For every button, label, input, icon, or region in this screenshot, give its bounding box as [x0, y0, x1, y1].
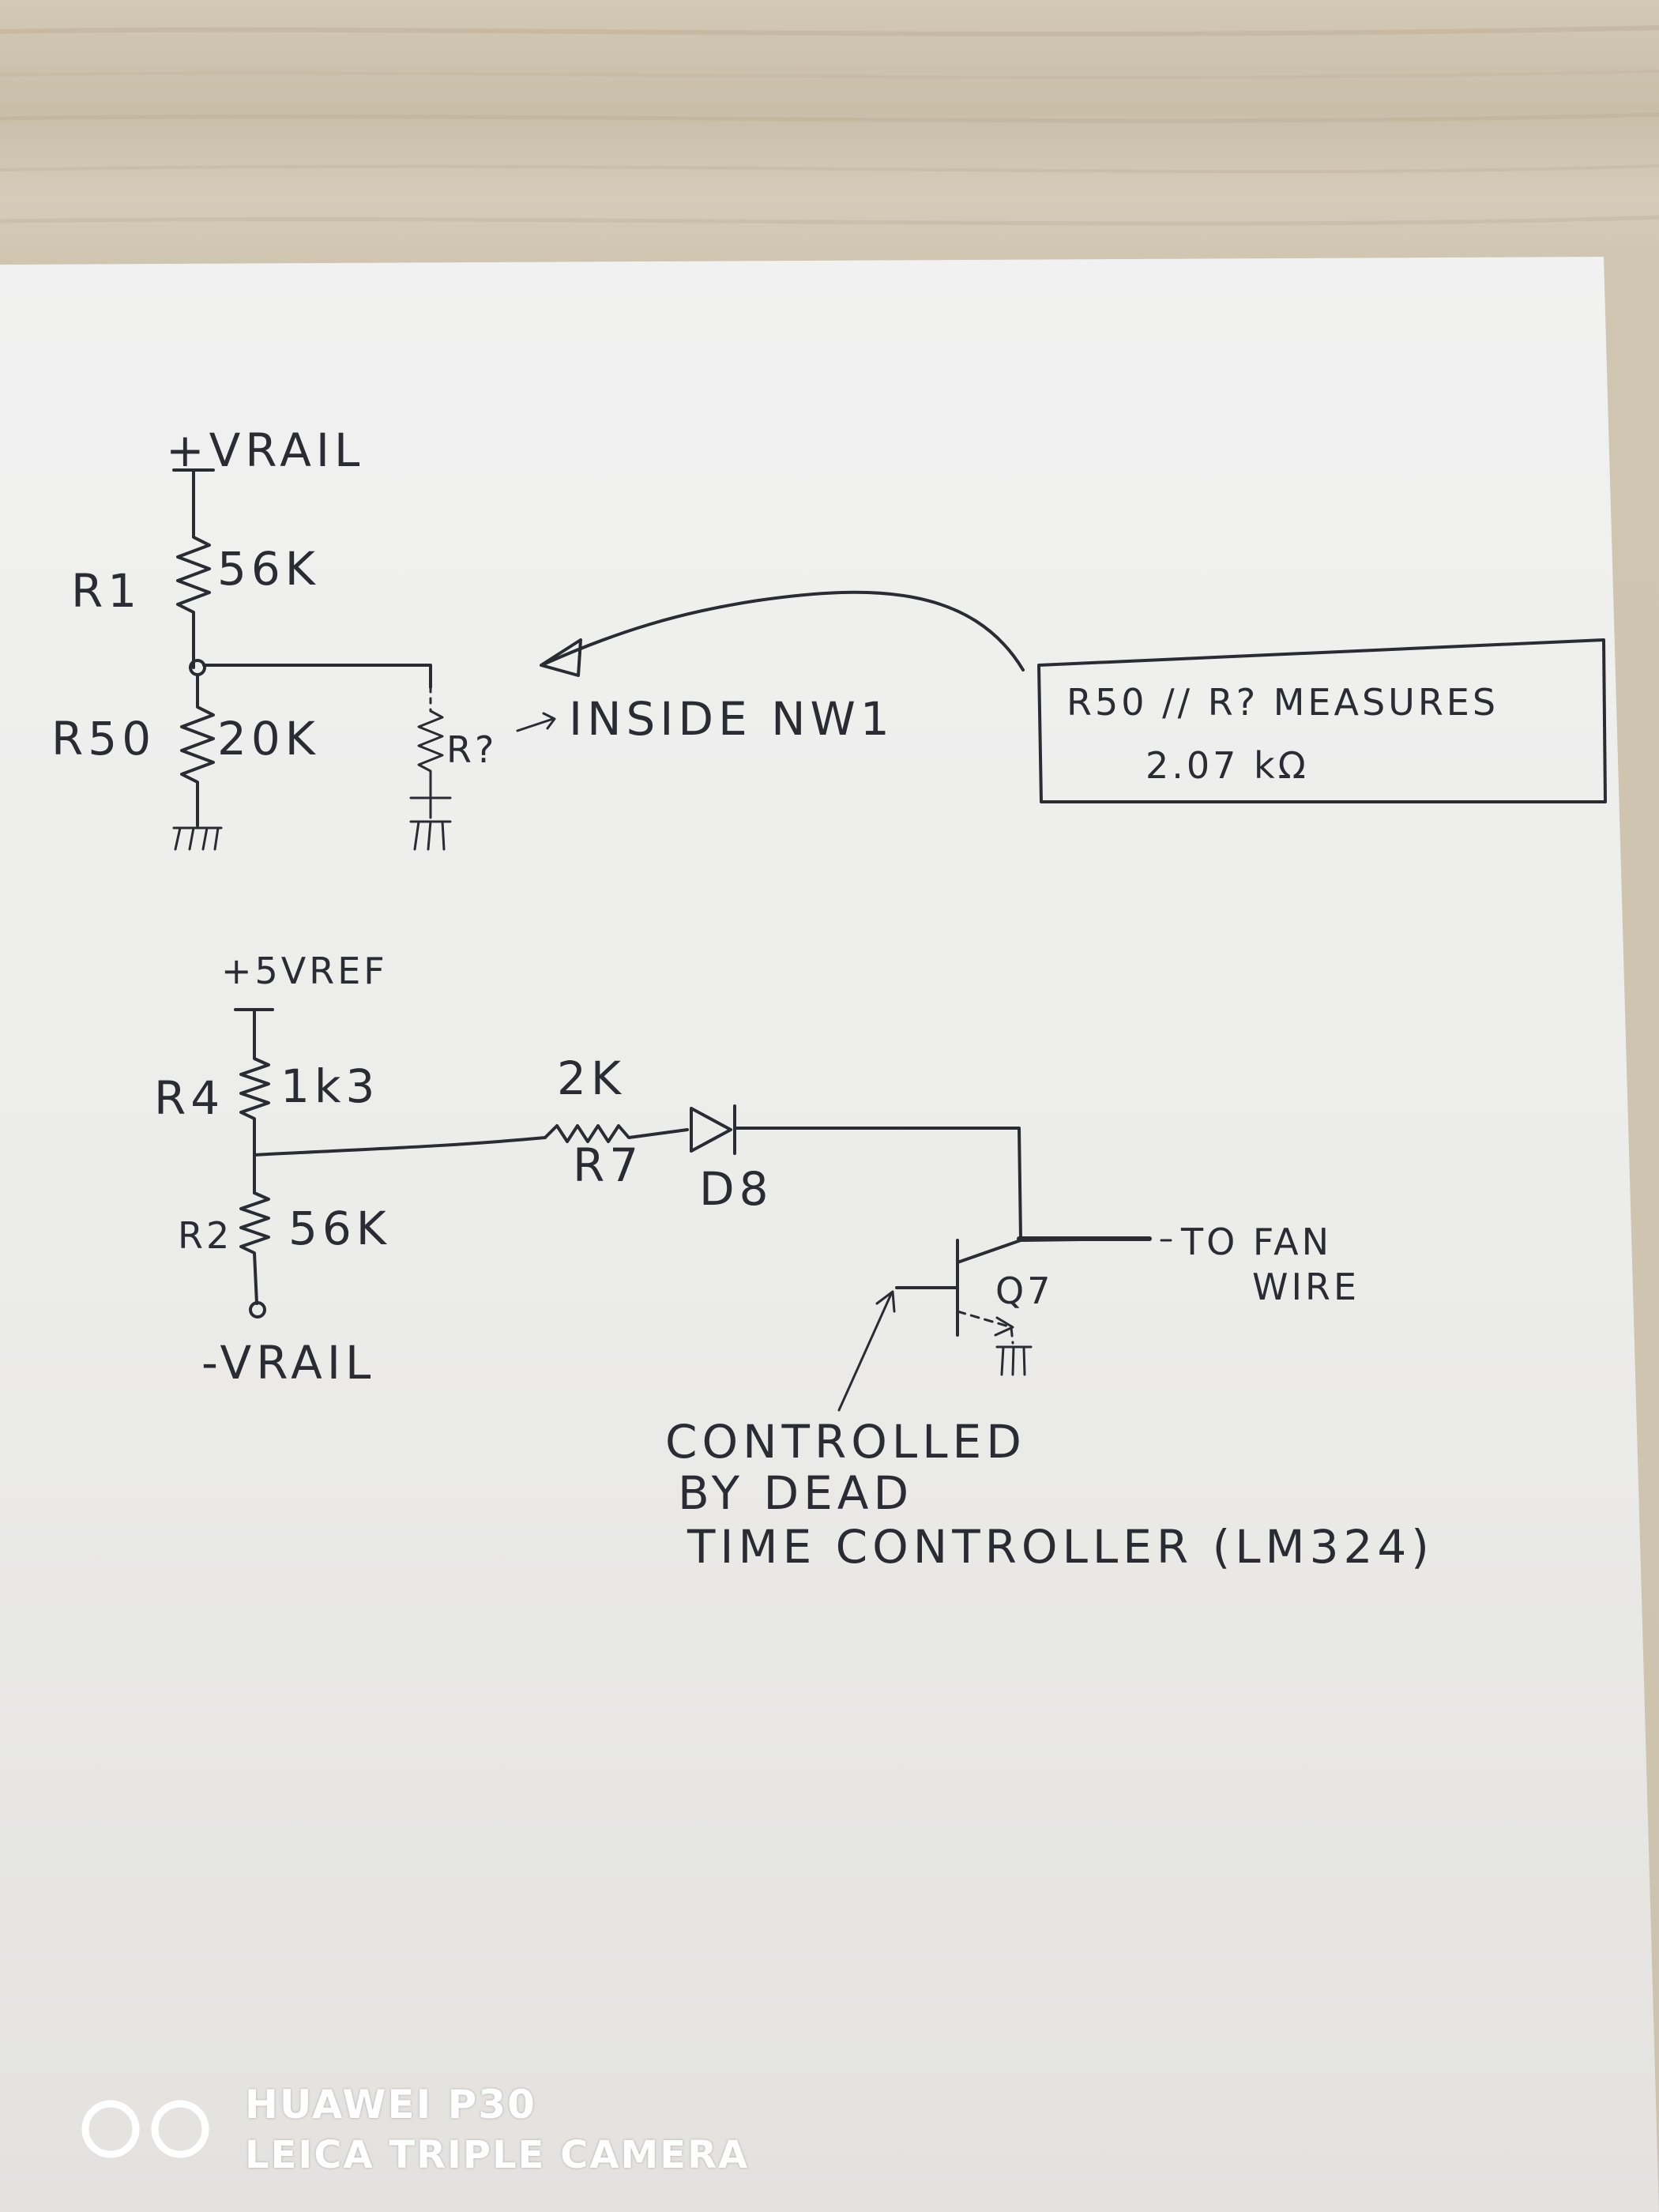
neg-terminal [249, 1301, 266, 1319]
r4-value: 1k3 [280, 1059, 379, 1113]
q7-emitter-arrow-icon [994, 1316, 1014, 1337]
neg-label: -VRAIL [201, 1336, 375, 1390]
r7-value: 2K [557, 1051, 626, 1105]
r2-value: 56K [288, 1202, 391, 1255]
q7-name: Q7 [995, 1270, 1053, 1312]
r50-name: R50 [51, 712, 156, 766]
r1-value: 56K [217, 542, 320, 596]
q7-collector-wire [956, 1237, 1147, 1264]
controller-arrowhead-icon [875, 1290, 896, 1313]
fan-line2: WIRE [1252, 1266, 1360, 1308]
rq-label: R? [446, 728, 497, 771]
r50-resistor [180, 674, 215, 827]
r1-name: R1 [71, 564, 141, 618]
note-box [1037, 638, 1607, 803]
r50-value: 20K [217, 712, 320, 766]
rq-ground-icon [409, 820, 452, 851]
q7-emitter [956, 1310, 1014, 1345]
watermark-line2: LEICA TRIPLE CAMERA [245, 2133, 750, 2177]
controller-arrow [837, 1292, 893, 1412]
ctrl-line1: CONTROLLED [665, 1415, 1026, 1469]
rq-resistor [417, 709, 444, 799]
ctrl-line2: BY DEAD [678, 1466, 913, 1520]
desk-background [0, 25, 1659, 226]
r7-resistor [544, 1124, 689, 1143]
note-arrowhead-icon [540, 638, 582, 677]
d8-name: D8 [699, 1162, 773, 1216]
note-curve-arrow [544, 590, 1025, 672]
r4-name: R4 [154, 1071, 224, 1125]
ctrl-line3: TIME CONTROLLER (LM324) [687, 1520, 1434, 1574]
note-line1: R50 // R? MEASURES [1066, 681, 1499, 724]
inside-arrow-icon [516, 712, 556, 732]
bottom-schematic: +5VREF R4 1k3 2K R7 D8 R2 56K -VRAIL [154, 950, 1434, 1574]
r7-name: R7 [573, 1138, 643, 1192]
ref-label: +5VREF [221, 950, 388, 992]
fan-line1: TO FAN [1180, 1221, 1332, 1263]
top-schematic: +VRAIL R1 56K R50 20K R? INSIDE NW1 R50 [51, 423, 1607, 851]
camera-logo-icon [81, 2100, 209, 2158]
d8-diode-icon [690, 1107, 732, 1153]
d8-collector-wire [733, 1127, 1022, 1240]
r4-resistor [239, 1041, 270, 1157]
r1-resistor [176, 512, 211, 669]
supply-label: +VRAIL [166, 423, 364, 477]
watermark-line1: HUAWEI P30 [245, 2082, 536, 2127]
inside-label: INSIDE NW1 [569, 692, 894, 746]
r2-resistor [239, 1191, 270, 1305]
r2-name: R2 [178, 1214, 232, 1257]
q7-ground-icon [995, 1345, 1033, 1376]
r4-r2-junction-wire [253, 1136, 547, 1157]
note-line2: 2.07 kΩ [1146, 744, 1309, 787]
top-node-wire [202, 664, 432, 689]
